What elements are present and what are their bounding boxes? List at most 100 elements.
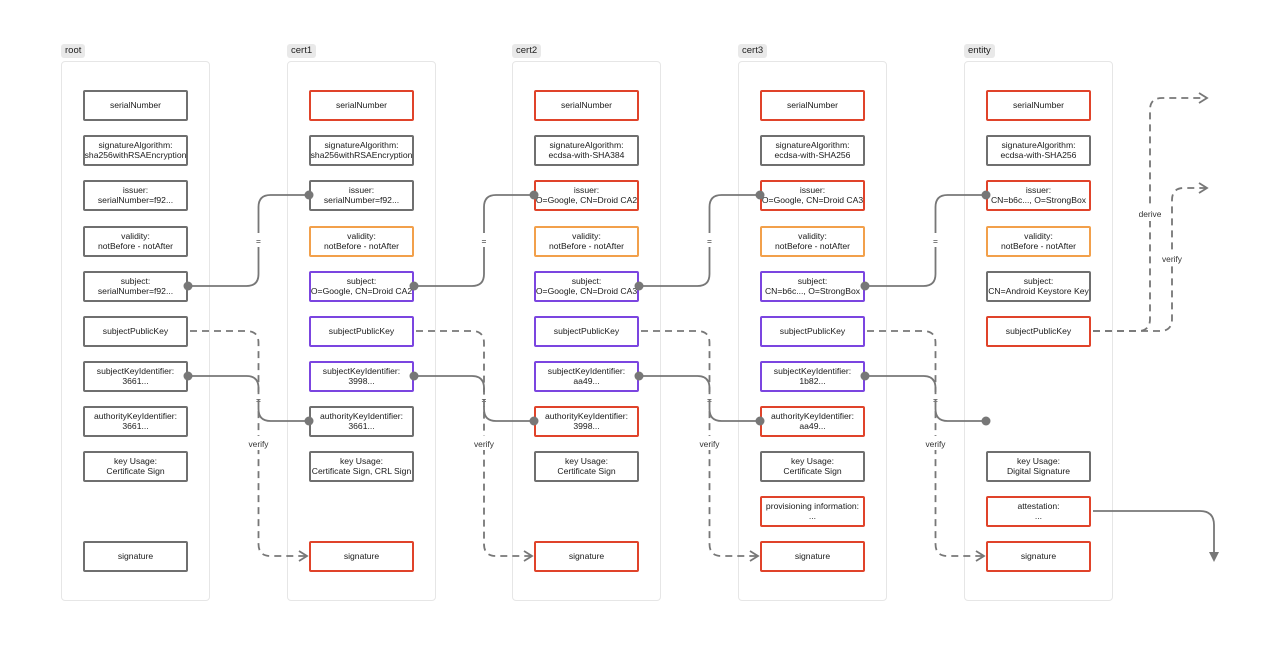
link-dot [634, 281, 644, 291]
root-field-authoritykeyidentifier[interactable]: authorityKeyIdentifier:3661... [83, 405, 188, 437]
link-dot [981, 190, 991, 200]
cert3-field-authoritykeyidentifier[interactable]: authorityKeyIdentifier:aa49... [760, 405, 865, 437]
field-text-line: notBefore - notAfter [324, 241, 399, 251]
entity-field-subject[interactable]: subject:CN=Android Keystore Key [986, 270, 1091, 302]
verify-label: verify [699, 439, 720, 449]
arrow-head-down [1209, 552, 1219, 562]
cert2-field-subject[interactable]: subject:O=Google, CN=Droid CA3 [534, 270, 639, 302]
entity-field-subjectpublickey[interactable]: subjectPublicKey [986, 315, 1091, 347]
cert2-field-subjectpublickey[interactable]: subjectPublicKey [534, 315, 639, 347]
cert2-field-signaturealgorithm[interactable]: signatureAlgorithm:ecdsa-with-SHA384 [534, 134, 639, 166]
cert2-field-signature[interactable]: signature [534, 540, 639, 572]
field-text-line: serialNumber [560, 99, 613, 110]
field-text-line: Certificate Sign [557, 466, 616, 476]
field-text-line: subjectPublicKey [102, 325, 169, 336]
cert2-field-authoritykeyidentifier[interactable]: authorityKeyIdentifier:3998... [534, 405, 639, 437]
cert1-field-subjectpublickey[interactable]: subjectPublicKey [309, 315, 414, 347]
field-text-line: subjectKeyIdentifier: [773, 365, 852, 376]
root-field-validity[interactable]: validity:notBefore - notAfter [83, 225, 188, 257]
entity-field-serialnumber[interactable]: serialNumber [986, 89, 1091, 121]
verify-link [190, 330, 307, 557]
cert1-field-authoritykeyidentifier[interactable]: authorityKeyIdentifier:3661... [309, 405, 414, 437]
field-text-line: signature [117, 550, 154, 561]
attestation-link [1093, 510, 1215, 552]
field-text-line: key Usage: [565, 455, 608, 466]
column-label-cert3: cert3 [738, 44, 768, 58]
link-dot [304, 416, 314, 426]
cert1-field-serialnumber[interactable]: serialNumber [309, 89, 414, 121]
field-text-line: 3661... [122, 421, 149, 431]
cert3-field-subjectpublickey[interactable]: subjectPublicKey [760, 315, 865, 347]
cert1-field-signaturealgorithm[interactable]: signatureAlgorithm:sha256withRSAEncrypti… [309, 134, 414, 166]
field-text-line: O=Google, CN=Droid CA3 [535, 286, 638, 296]
root-field-issuer[interactable]: issuer:serialNumber=f92... [83, 179, 188, 211]
field-text-line: validity: [121, 230, 150, 241]
link-dot [529, 190, 539, 200]
cert1-field-validity[interactable]: validity:notBefore - notAfter [309, 225, 414, 257]
root-field-signature[interactable]: signature [83, 540, 188, 572]
cert2-field-issuer[interactable]: issuer:O=Google, CN=Droid CA2 [534, 179, 639, 211]
link-dot [755, 190, 765, 200]
label-bg [695, 436, 724, 450]
column-label-cert2: cert2 [512, 44, 542, 58]
cert3-field-key-usage[interactable]: key Usage:Certificate Sign [760, 450, 865, 482]
entity-field-signaturealgorithm[interactable]: signatureAlgorithm:ecdsa-with-SHA256 [986, 134, 1091, 166]
column-label-cert1: cert1 [287, 44, 317, 58]
root-field-key-usage[interactable]: key Usage:Certificate Sign [83, 450, 188, 482]
field-text-line: key Usage: [791, 455, 834, 466]
equals-label: = [707, 236, 712, 246]
cert1-field-signature[interactable]: signature [309, 540, 414, 572]
label-bg [254, 392, 263, 406]
label-bg [931, 392, 940, 406]
field-text-line: issuer: [348, 184, 375, 195]
link-dot [304, 190, 314, 200]
root-field-subjectkeyidentifier[interactable]: subjectKeyIdentifier:3661... [83, 360, 188, 392]
cert1-field-subject[interactable]: subject:O=Google, CN=Droid CA2 [309, 270, 414, 302]
entity-field-validity[interactable]: validity:notBefore - notAfter [986, 225, 1091, 257]
cert3-field-provisioning-information[interactable]: provisioning information:... [760, 495, 865, 527]
field-text-line: CN=b6c..., O=StrongBox [764, 286, 861, 296]
field-text-line: 1b82... [799, 376, 826, 386]
label-bg [470, 436, 498, 450]
root-field-subjectpublickey[interactable]: subjectPublicKey [83, 315, 188, 347]
cert2-field-serialnumber[interactable]: serialNumber [534, 89, 639, 121]
cert2-field-validity[interactable]: validity:notBefore - notAfter [534, 225, 639, 257]
field-text-line: signatureAlgorithm: [324, 139, 399, 150]
field-text-line: serialNumber [1012, 99, 1065, 110]
entity-field-signature[interactable]: signature [986, 540, 1091, 572]
verify-label: verify [248, 439, 269, 449]
cert3-field-validity[interactable]: validity:notBefore - notAfter [760, 225, 865, 257]
field-text-line: subjectPublicKey [328, 325, 395, 336]
cert3-field-issuer[interactable]: issuer:O=Google, CN=Droid CA3 [760, 179, 865, 211]
root-field-subject[interactable]: subject:serialNumber=f92... [83, 270, 188, 302]
field-text-line: serialNumber [335, 99, 388, 110]
field-text-line: serialNumber [109, 99, 162, 110]
cert3-field-serialnumber[interactable]: serialNumber [760, 89, 865, 121]
cert3-field-signature[interactable]: signature [760, 540, 865, 572]
entity-field-key-usage[interactable]: key Usage:Digital Signature [986, 450, 1091, 482]
field-text-line: serialNumber=f92... [97, 286, 174, 296]
link-dot [755, 416, 765, 426]
root-field-serialnumber[interactable]: serialNumber [83, 89, 188, 121]
field-text-line: Certificate Sign [783, 466, 842, 476]
cert1-field-issuer[interactable]: issuer:serialNumber=f92... [309, 179, 414, 211]
cert1-field-key-usage[interactable]: key Usage:Certificate Sign, CRL Sign [309, 450, 414, 482]
cert3-field-signaturealgorithm[interactable]: signatureAlgorithm:ecdsa-with-SHA256 [760, 134, 865, 166]
field-text-line: key Usage: [114, 455, 157, 466]
field-text-line: authorityKeyIdentifier: [93, 410, 178, 421]
field-text-line: CN=Android Keystore Key [988, 286, 1089, 296]
link-dot [529, 416, 539, 426]
verify-link [416, 330, 532, 557]
entity-field-issuer[interactable]: issuer:CN=b6c..., O=StrongBox [986, 179, 1091, 211]
label-bg [921, 436, 950, 450]
field-text-line: O=Google, CN=Droid CA2 [310, 286, 413, 296]
link-dot [409, 281, 419, 291]
cert1-field-subjectkeyidentifier[interactable]: subjectKeyIdentifier:3998... [309, 360, 414, 392]
field-text-line: notBefore - notAfter [549, 241, 624, 251]
field-text-line: subject: [571, 275, 602, 286]
cert2-field-subjectkeyidentifier[interactable]: subjectKeyIdentifier:aa49... [534, 360, 639, 392]
root-field-signaturealgorithm[interactable]: signatureAlgorithm:sha256withRSAEncrypti… [83, 134, 188, 166]
entity-field-attestation[interactable]: attestation:... [986, 495, 1091, 527]
cert2-field-key-usage[interactable]: key Usage:Certificate Sign [534, 450, 639, 482]
field-text-line: notBefore - notAfter [1001, 241, 1076, 251]
